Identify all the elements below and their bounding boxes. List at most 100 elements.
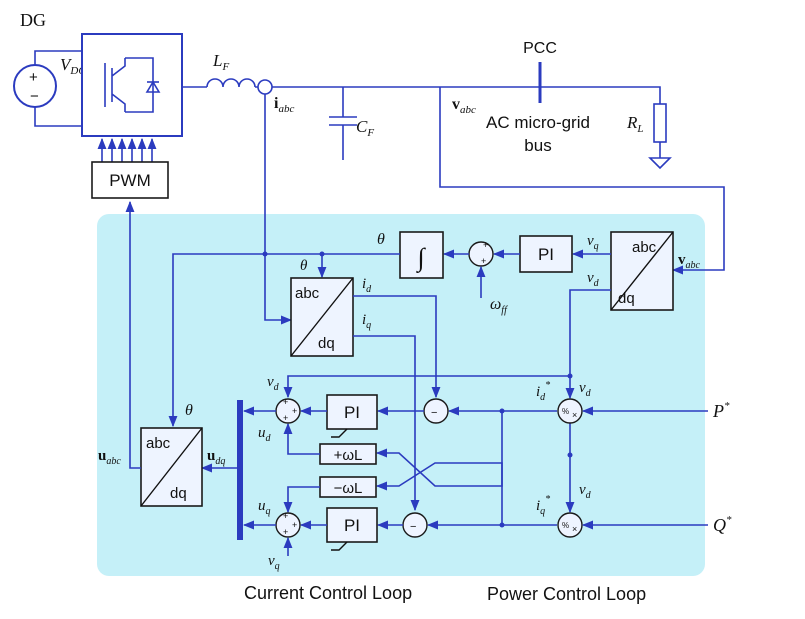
transform-diagonal xyxy=(610,231,674,311)
pi-label-current-q: PI xyxy=(344,516,360,535)
dc-source: + − xyxy=(13,64,57,108)
vd-label-pll: vd xyxy=(587,270,600,289)
transform-diagonal xyxy=(290,277,354,357)
cross-coupling-wire-1 xyxy=(375,411,503,487)
ud-label: ud xyxy=(258,425,272,444)
id-label: id xyxy=(362,276,372,295)
inductor-icon xyxy=(206,78,256,88)
abc-label-inverse: abc xyxy=(146,435,171,452)
iq-label: iq xyxy=(362,312,371,331)
sum-d-plus-b: + xyxy=(292,406,297,416)
dc-wire-top xyxy=(34,50,82,65)
junction-dot xyxy=(567,452,573,458)
vd-feedforward-wire xyxy=(283,375,570,399)
udq-label: udq xyxy=(207,448,225,467)
vabc-input-label: vabc xyxy=(678,252,701,271)
bus-label-line1: AC micro-grid xyxy=(486,113,590,132)
igbt-frame xyxy=(125,57,154,113)
capacitor-icon xyxy=(329,87,357,160)
current-sensor-icon xyxy=(257,79,273,95)
vd-label-power-d: vd xyxy=(579,380,592,399)
integrator-symbol: ∫ xyxy=(415,243,426,273)
divide-symbol-q: % xyxy=(562,521,569,530)
power-control-loop-caption: Power Control Loop xyxy=(487,584,646,604)
iq-ref-label: iq* xyxy=(536,494,550,517)
vd-label-power-q: vd xyxy=(579,482,592,501)
uq-label: uq xyxy=(258,498,271,517)
lf-label: LF xyxy=(212,51,229,73)
sum-q-plus-c: + xyxy=(283,527,288,537)
transform-diagonal xyxy=(140,427,203,507)
vd-wire-to-power-d xyxy=(565,289,611,400)
dc-wire-bottom xyxy=(34,107,82,127)
comparator-d-minus: − xyxy=(431,407,437,419)
cross-coupling-wire-2 xyxy=(375,462,503,525)
abc-label-voltage: abc xyxy=(632,239,657,256)
bus-label-line2: bus xyxy=(524,136,551,155)
dc-source-minus: − xyxy=(30,88,39,105)
iq-feedback-wire xyxy=(353,335,420,512)
vabc-top-label: vabc xyxy=(452,96,476,116)
control-area-background xyxy=(97,214,705,576)
sum-d-plus-a: + xyxy=(283,397,288,407)
limiter-icon-d xyxy=(331,428,348,438)
minus-omega-l-label: −ωL xyxy=(334,480,363,497)
pcc-label: PCC xyxy=(523,40,557,57)
current-control-loop-caption: Current Control Loop xyxy=(244,583,412,603)
junction-dot xyxy=(567,373,573,379)
q-ref-label: Q* xyxy=(713,514,732,535)
vabc-feedback-wire xyxy=(439,87,725,275)
times-symbol-q: × xyxy=(572,524,577,534)
rl-label: RL xyxy=(626,113,644,135)
load-resistor-icon xyxy=(653,103,667,143)
dg-label: DG xyxy=(20,10,46,30)
id-feedback-wire xyxy=(353,295,441,399)
gate-signal-arrows xyxy=(97,137,157,162)
pi-block-pll xyxy=(519,235,573,273)
vd-label-ff: vd xyxy=(267,374,280,393)
dc-source-plus: + xyxy=(29,69,38,86)
sum-q-plus-a: + xyxy=(283,511,288,521)
iabc-label: iabc xyxy=(274,95,294,115)
mux-bar xyxy=(237,400,243,540)
pi-block-current-d xyxy=(326,394,378,430)
times-symbol-d: × xyxy=(572,410,577,420)
iabc-feedback-wire xyxy=(264,94,293,325)
integrator-block xyxy=(399,231,444,279)
pi-label-pll: PI xyxy=(538,245,554,264)
plus-omega-l-label: +ωL xyxy=(334,447,363,464)
uabc-label: uabc xyxy=(98,448,121,467)
omega-l-to-ud-wire xyxy=(283,422,320,455)
comparator-q-minus: − xyxy=(410,521,416,533)
ground-icon xyxy=(648,157,672,170)
dq-label-inverse: dq xyxy=(170,485,187,502)
theta-label-integrator: θ xyxy=(377,231,385,248)
theta-label-current: θ xyxy=(300,258,308,274)
diode-icon xyxy=(145,80,161,93)
vq-label-ff: vq xyxy=(268,553,280,572)
pll-sum-plus-b: + xyxy=(481,256,486,266)
omega-ff-label: ωff xyxy=(490,296,508,316)
omega-l-to-uq-wire xyxy=(283,486,320,514)
pwm-label: PWM xyxy=(109,171,151,190)
sum-d-plus-c: + xyxy=(283,413,288,423)
limiter-icon-q xyxy=(331,541,348,551)
cf-label: CF xyxy=(356,117,374,139)
load-wire xyxy=(540,86,661,104)
uabc-wire-to-pwm xyxy=(125,200,141,469)
id-ref-label: id* xyxy=(536,380,550,403)
dq-label-voltage: dq xyxy=(618,290,635,307)
abc-label-current: abc xyxy=(295,285,320,302)
sum-q-plus-b: + xyxy=(292,520,297,530)
p-ref-label: P* xyxy=(712,400,730,421)
junction-dot xyxy=(319,251,325,257)
pwm-block xyxy=(91,161,169,199)
vq-label-pll: vq xyxy=(587,233,599,252)
igbt-icon xyxy=(104,58,126,112)
pi-block-current-q xyxy=(326,507,378,543)
dq-label-current: dq xyxy=(318,335,335,352)
inverter-block xyxy=(81,33,183,137)
theta-label-inverse: θ xyxy=(185,402,193,419)
